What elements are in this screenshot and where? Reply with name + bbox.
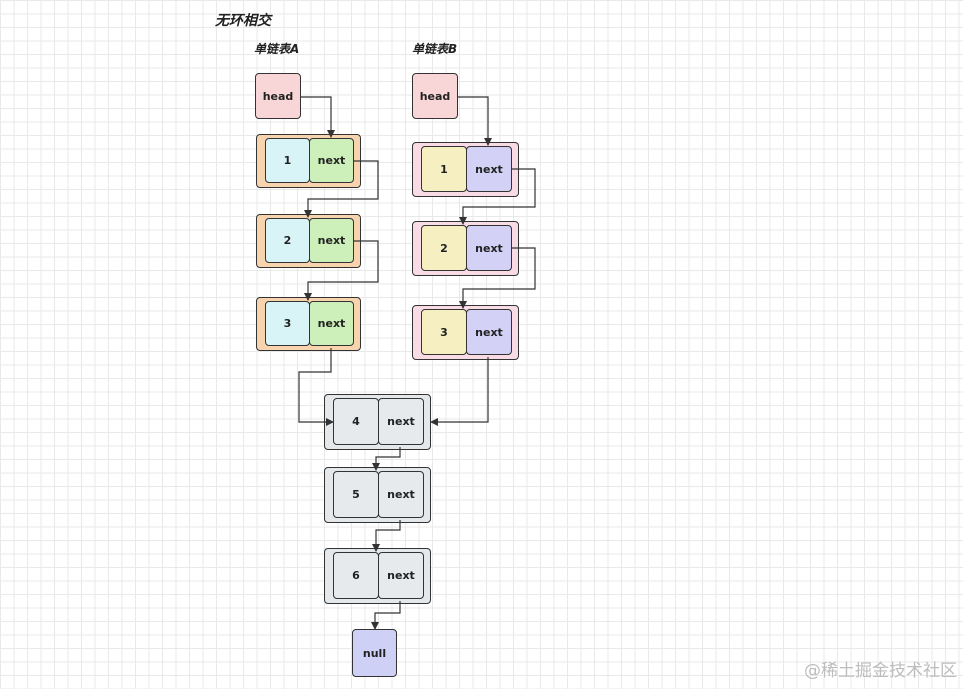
- list-b-node-3-value: 3: [421, 309, 467, 355]
- list-a-node-1-next: next: [309, 138, 354, 183]
- arrow-5-to-6: [372, 520, 401, 552]
- list-b-node-3: 3 next: [412, 305, 519, 360]
- shared-node-4-value: 4: [333, 398, 379, 445]
- shared-node-4-next: next: [378, 398, 424, 445]
- arrow-4-to-5: [372, 447, 401, 471]
- shared-node-6: 6 next: [324, 548, 431, 604]
- arrow-a-head-to-1: [301, 96, 335, 138]
- shared-node-5: 5 next: [324, 467, 431, 523]
- arrow-b-3-to-4: [430, 357, 489, 426]
- arrow-a-1-to-2: [304, 160, 379, 218]
- watermark: @稀土掘金技术社区: [804, 661, 957, 681]
- list-b-node-2-next: next: [466, 225, 512, 271]
- null-terminal: null: [352, 629, 397, 677]
- list-a-node-2-value: 2: [265, 218, 310, 263]
- arrow-6-to-null: [371, 601, 401, 630]
- shared-node-4: 4 next: [324, 394, 431, 450]
- list-a-node-1-value: 1: [265, 138, 310, 183]
- list-a-label: 单链表A: [254, 42, 300, 56]
- list-a-head: head: [255, 73, 301, 119]
- shared-node-5-next: next: [378, 471, 424, 518]
- arrow-a-3-to-4: [298, 348, 334, 426]
- list-b-head: head: [412, 73, 458, 119]
- diagram-title: 无环相交: [215, 13, 271, 29]
- list-a-node-2: 2 next: [256, 214, 361, 268]
- list-b-node-2-value: 2: [421, 225, 467, 271]
- list-a-node-2-next: next: [309, 218, 354, 263]
- shared-node-5-value: 5: [333, 471, 379, 518]
- shared-node-6-next: next: [378, 552, 424, 599]
- arrow-a-2-to-3: [304, 240, 379, 301]
- list-a-node-3-value: 3: [265, 301, 310, 346]
- list-a-node-3: 3 next: [256, 297, 361, 351]
- list-a-node-3-next: next: [309, 301, 354, 346]
- list-b-node-1-value: 1: [421, 146, 467, 192]
- list-b-node-3-next: next: [466, 309, 512, 355]
- list-b-label: 单链表B: [412, 42, 458, 56]
- arrow-b-head-to-1: [458, 96, 492, 146]
- arrow-b-2-to-3: [459, 247, 536, 309]
- list-a-node-1: 1 next: [256, 134, 361, 188]
- shared-node-6-value: 6: [333, 552, 379, 599]
- list-b-node-2: 2 next: [412, 221, 519, 276]
- arrow-b-1-to-2: [459, 168, 536, 225]
